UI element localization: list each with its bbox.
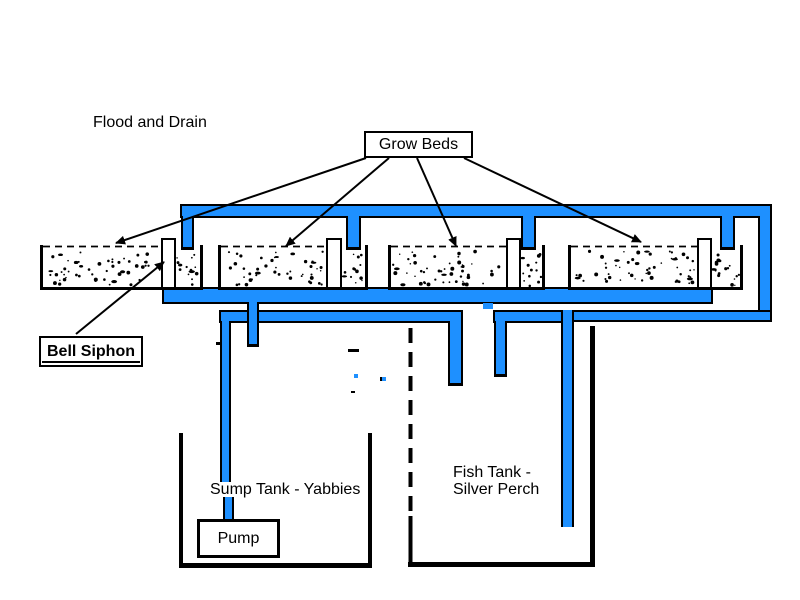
fish-tank-label-line2: Silver Perch (453, 481, 540, 498)
pump-riser-pipe (220, 321, 231, 482)
diagram-title: Flood and Drain (93, 114, 207, 131)
bed-fill-pipe-1 (181, 216, 194, 250)
stray-marks (216, 342, 386, 393)
grow-beds-arrow-4 (463, 157, 642, 243)
grow-beds-arrow-2 (285, 157, 390, 247)
bell-siphon-label-box: Bell Siphon (39, 336, 143, 367)
grow-bed-1 (40, 245, 203, 290)
fish-tank-drop-pipe (561, 310, 574, 527)
fish-tank (408, 326, 595, 567)
grow-beds-label: Grow Beds (378, 135, 459, 153)
grow-bed-3 (388, 245, 545, 290)
bell-siphon-2 (326, 238, 342, 289)
sump-outlet-pipe (247, 302, 259, 347)
bell-siphon-4 (697, 238, 712, 289)
bell-siphon-3 (506, 238, 521, 289)
bed-fill-pipe-4 (720, 216, 735, 250)
grow-bed-2 (218, 245, 368, 290)
fish-outlet-pipe-2 (494, 321, 507, 377)
pump-line-horizontal-pipe (219, 310, 463, 323)
bell-siphon-1 (161, 238, 176, 289)
sump-tank (179, 433, 372, 568)
supply-manifold-pipe (180, 204, 772, 218)
grow-beds-label-box: Grow Beds (364, 131, 473, 158)
bell-siphon-label-underline (42, 361, 140, 363)
fish-tank-label-line1: Fish Tank - (453, 464, 531, 481)
grow-bed-4 (568, 245, 743, 290)
drain-stub-pipe (483, 303, 493, 309)
right-downcomer-pipe (758, 216, 772, 312)
fish-outlet-pipe-1 (448, 321, 463, 386)
pump-box: Pump (197, 519, 280, 558)
pump-connector-pipe (223, 497, 234, 519)
pump-label: Pump (217, 529, 260, 547)
bed-fill-pipe-3 (521, 216, 536, 250)
grow-beds-arrow-1 (115, 157, 367, 245)
bed-fill-pipe-2 (346, 216, 361, 250)
sump-tank-label: Sump Tank - Yabbies (210, 481, 361, 498)
fish-supply-right-pipe (574, 310, 772, 322)
fish-tank-label: Fish Tank - Silver Perch (453, 464, 539, 498)
bell-siphon-label: Bell Siphon (47, 342, 135, 360)
grow-beds-arrow-3 (416, 157, 457, 247)
